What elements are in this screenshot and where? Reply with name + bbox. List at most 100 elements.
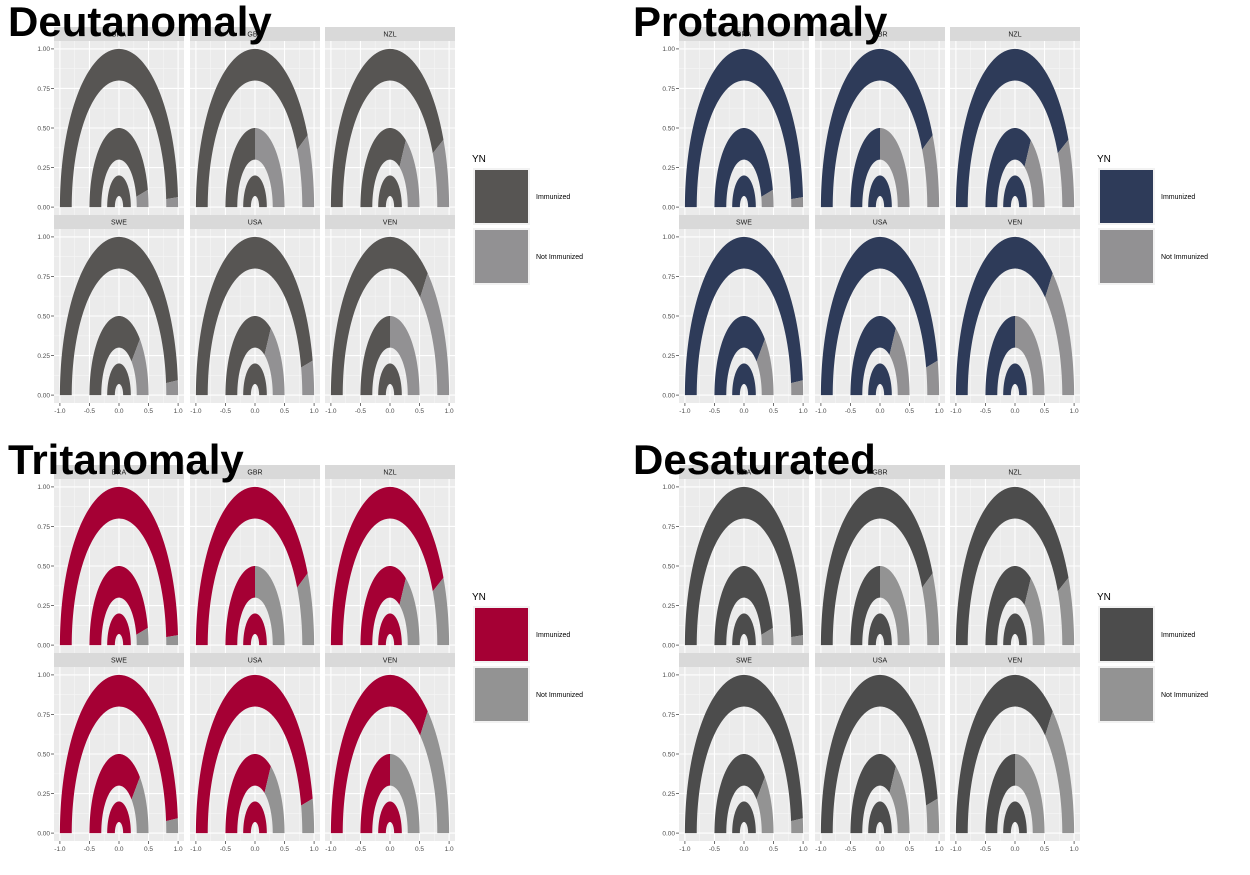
y-tick-label: 0.50 bbox=[37, 563, 50, 570]
ring-segment bbox=[1015, 236, 1053, 298]
ring-segment bbox=[195, 48, 255, 208]
ring-segment bbox=[1015, 613, 1027, 646]
ring-segment bbox=[243, 363, 255, 396]
panel-title: Tritanomaly bbox=[8, 436, 244, 483]
ring-segment bbox=[868, 801, 880, 834]
ring-segment bbox=[255, 754, 271, 794]
ring-segment bbox=[432, 577, 450, 646]
ring-segment bbox=[360, 566, 390, 646]
ring-segment bbox=[119, 486, 178, 638]
facet-label: NZL bbox=[383, 32, 396, 39]
facet-strip bbox=[950, 465, 1080, 479]
y-tick-label: 0.25 bbox=[37, 165, 50, 172]
x-tick-label: -0.5 bbox=[709, 408, 721, 415]
ring-segment bbox=[791, 635, 804, 646]
y-tick-label: 0.50 bbox=[37, 751, 50, 758]
x-tick-label: 1.0 bbox=[174, 408, 183, 415]
facet-strip bbox=[950, 27, 1080, 41]
x-tick-label: 1.0 bbox=[1070, 846, 1079, 853]
ring-segment bbox=[390, 754, 420, 834]
ring-segment bbox=[1015, 363, 1027, 396]
y-tick-label: 1.00 bbox=[37, 484, 50, 491]
facet-strip bbox=[815, 653, 945, 667]
ring-segment bbox=[255, 236, 313, 368]
ring-segment bbox=[390, 613, 402, 646]
ring-segment bbox=[744, 236, 803, 384]
legend-key bbox=[1100, 608, 1153, 661]
ring-segment bbox=[744, 801, 756, 834]
ring-segment bbox=[714, 566, 744, 646]
x-tick-label: 0.5 bbox=[144, 408, 153, 415]
facet-label: VEN bbox=[383, 658, 397, 665]
ring-segment bbox=[744, 363, 756, 396]
ring-segment bbox=[390, 801, 402, 834]
x-tick-label: -0.5 bbox=[845, 408, 857, 415]
facet-strip bbox=[950, 653, 1080, 667]
x-tick-label: -1.0 bbox=[815, 846, 827, 853]
ring-segment bbox=[820, 48, 880, 208]
legend-key bbox=[1100, 668, 1153, 721]
ring-segment bbox=[1045, 711, 1075, 834]
ring-segment bbox=[714, 316, 744, 396]
x-tick-label: 0.5 bbox=[905, 408, 914, 415]
ring-segment bbox=[1015, 674, 1053, 736]
ring-segment bbox=[744, 566, 773, 635]
ring-segment bbox=[225, 754, 255, 834]
ring-segment bbox=[136, 189, 149, 208]
y-tick-label: 0.25 bbox=[37, 791, 50, 798]
y-tick-label: 0.75 bbox=[662, 712, 675, 719]
y-tick-label: 1.00 bbox=[37, 234, 50, 241]
ring-segment bbox=[432, 139, 450, 208]
facet-strip bbox=[325, 27, 455, 41]
facet-label: SWE bbox=[111, 220, 127, 227]
y-tick-label: 0.50 bbox=[37, 313, 50, 320]
x-tick-label: 1.0 bbox=[935, 846, 944, 853]
y-tick-label: 0.00 bbox=[37, 204, 50, 211]
ring-segment bbox=[791, 818, 804, 834]
y-tick-label: 0.75 bbox=[37, 524, 50, 531]
facet-strip bbox=[54, 27, 184, 41]
facet-label: SWE bbox=[111, 658, 127, 665]
y-tick-label: 0.50 bbox=[662, 563, 675, 570]
y-tick-label: 0.25 bbox=[37, 353, 50, 360]
ring-segment bbox=[1015, 486, 1069, 592]
facet-strip bbox=[325, 465, 455, 479]
ring-segment bbox=[360, 128, 390, 208]
y-tick-label: 0.25 bbox=[662, 603, 675, 610]
y-tick-label: 0.50 bbox=[662, 125, 675, 132]
ring-segment bbox=[390, 566, 406, 606]
ring-segment bbox=[136, 627, 149, 646]
ring-segment bbox=[880, 128, 910, 208]
legend-key bbox=[475, 170, 528, 223]
ring-segment bbox=[732, 801, 744, 834]
ring-segment bbox=[868, 175, 880, 208]
ring-segment bbox=[390, 236, 428, 298]
facet-label: VEN bbox=[383, 220, 397, 227]
ring-segment bbox=[880, 48, 933, 150]
ring-segment bbox=[1015, 175, 1027, 208]
ring-segment bbox=[955, 48, 1015, 208]
y-tick-label: 0.00 bbox=[37, 392, 50, 399]
x-tick-label: -0.5 bbox=[709, 846, 721, 853]
x-tick-label: 1.0 bbox=[799, 846, 808, 853]
panel-title: Desaturated bbox=[633, 436, 876, 483]
ring-segment bbox=[880, 236, 938, 368]
facet-strip bbox=[325, 215, 455, 229]
y-tick-label: 1.00 bbox=[662, 234, 675, 241]
x-tick-label: 1.0 bbox=[935, 408, 944, 415]
ring-segment bbox=[264, 328, 285, 396]
ring-segment bbox=[791, 197, 804, 208]
legend-title: YN bbox=[472, 154, 486, 165]
x-tick-label: 0.0 bbox=[250, 408, 259, 415]
ring-segment bbox=[1057, 139, 1075, 208]
x-tick-label: 0.5 bbox=[144, 846, 153, 853]
facet-label: BRA bbox=[112, 470, 127, 477]
ring-segment bbox=[756, 339, 774, 396]
ring-segment bbox=[868, 613, 880, 646]
ring-segment bbox=[243, 175, 255, 208]
